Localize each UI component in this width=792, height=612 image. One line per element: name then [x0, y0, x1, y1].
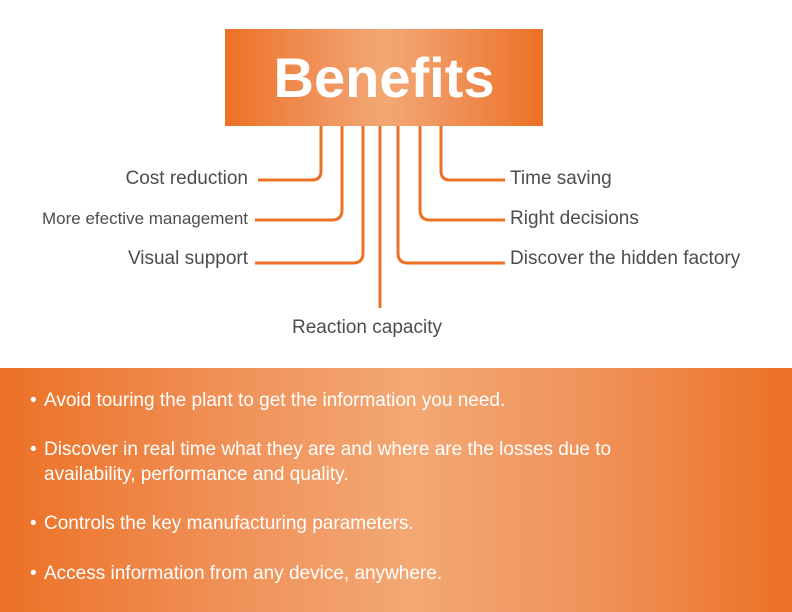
bullet-item: •Access information from any device, any… [30, 563, 443, 584]
benefit-management: More efective management [42, 209, 248, 228]
benefit-hidden-factory: Discover the hidden factory [510, 248, 741, 269]
connector-decisions [418, 126, 505, 222]
connector-cost [258, 126, 323, 182]
benefit-time-saving: Time saving [510, 168, 612, 189]
benefit-cost-reduction: Cost reduction [125, 168, 248, 189]
bullet-item: •Avoid touring the plant to get the info… [30, 390, 506, 411]
benefits-title: Benefits [273, 46, 495, 109]
benefit-visual-support: Visual support [127, 248, 248, 269]
connector-visual [255, 126, 365, 265]
connector-hidden-factory [396, 126, 505, 265]
benefit-reaction-capacity: Reaction capacity [292, 317, 442, 338]
bullets-panel [0, 368, 792, 612]
bullet-item: •Discover in real time what they are and… [30, 439, 612, 485]
connector-lines [255, 126, 505, 308]
benefit-right-decisions: Right decisions [510, 208, 639, 229]
connector-time [439, 126, 505, 182]
benefits-title-box: Benefits [225, 29, 543, 126]
bullet-item: •Controls the key manufacturing paramete… [30, 513, 414, 534]
connector-management [255, 126, 344, 222]
